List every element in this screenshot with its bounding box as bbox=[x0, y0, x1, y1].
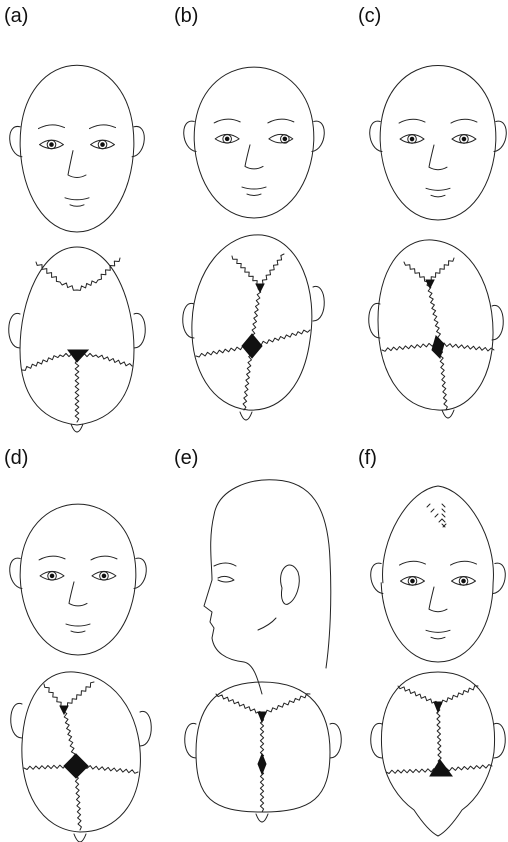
coronal-suture bbox=[44, 682, 94, 708]
eyebrow bbox=[399, 561, 425, 565]
eyebrow bbox=[214, 563, 236, 566]
mouth bbox=[66, 624, 90, 626]
eye bbox=[218, 576, 234, 582]
skull-outline bbox=[381, 672, 494, 836]
ear bbox=[281, 565, 300, 604]
nose bbox=[245, 145, 263, 169]
skull-outline bbox=[196, 682, 330, 812]
anterior-fontanelle bbox=[256, 284, 264, 292]
eyebrow bbox=[399, 119, 425, 123]
skull-f bbox=[371, 672, 506, 836]
pupil bbox=[462, 137, 466, 141]
ear bbox=[9, 313, 20, 348]
posterior-fontanelle bbox=[242, 334, 262, 358]
face-d bbox=[10, 504, 147, 655]
ear bbox=[492, 305, 503, 340]
eyebrow bbox=[38, 125, 64, 129]
pupil bbox=[462, 579, 466, 583]
face-a bbox=[10, 65, 145, 232]
lower-lip bbox=[71, 631, 85, 633]
eyebrow bbox=[90, 125, 116, 129]
skull-a bbox=[9, 247, 146, 432]
ear bbox=[140, 711, 151, 746]
ridge-mark bbox=[442, 519, 445, 522]
pupil bbox=[102, 574, 106, 578]
ear bbox=[185, 723, 196, 758]
skull-outline bbox=[192, 235, 312, 410]
skull-b bbox=[183, 235, 325, 420]
skull-outline bbox=[20, 247, 134, 425]
ridge-mark bbox=[442, 509, 445, 512]
posterior-fontanelle bbox=[64, 754, 88, 778]
coronal-suture bbox=[232, 254, 284, 286]
skull-e bbox=[185, 682, 342, 822]
face-e-profile bbox=[204, 480, 331, 694]
mouth bbox=[426, 188, 450, 190]
nose bbox=[69, 582, 87, 606]
head-outline bbox=[20, 65, 134, 232]
eyebrow bbox=[451, 119, 477, 123]
mouth bbox=[426, 630, 450, 632]
skull-d bbox=[11, 672, 152, 842]
lower-lip bbox=[431, 637, 445, 639]
head-outline bbox=[214, 480, 331, 668]
lower-lip bbox=[70, 205, 84, 207]
nose-tip bbox=[74, 834, 86, 842]
nose-tip bbox=[442, 410, 454, 418]
posterior-fontanelle bbox=[432, 336, 444, 358]
coronal-suture bbox=[404, 258, 454, 282]
eyebrow bbox=[91, 556, 117, 560]
fontanelle bbox=[68, 350, 88, 362]
ear bbox=[134, 313, 145, 348]
pupil bbox=[101, 143, 105, 147]
mouth bbox=[65, 198, 89, 200]
ridge-mark bbox=[435, 514, 438, 517]
ear bbox=[330, 723, 341, 758]
ridge-mark bbox=[442, 504, 445, 507]
ear bbox=[371, 723, 382, 758]
pupil bbox=[50, 574, 54, 578]
face-f bbox=[371, 486, 506, 662]
eyebrow bbox=[214, 119, 240, 123]
skull-outline bbox=[22, 672, 141, 832]
ridge-mark bbox=[439, 519, 442, 522]
ridge-mark bbox=[427, 504, 430, 507]
eyebrow bbox=[268, 119, 294, 123]
pupil bbox=[283, 137, 287, 141]
face-profile-line bbox=[204, 515, 262, 694]
face-b bbox=[184, 67, 325, 218]
jaw-line bbox=[258, 618, 276, 630]
ridge-mark bbox=[442, 514, 445, 517]
anterior-fontanelle bbox=[258, 712, 266, 722]
nose bbox=[429, 587, 447, 612]
right-ear bbox=[493, 563, 505, 593]
pupil bbox=[410, 137, 414, 141]
pupil bbox=[411, 579, 415, 583]
anterior-fontanelle bbox=[60, 706, 68, 714]
anterior-fontanelle bbox=[434, 702, 442, 712]
ridge-mark bbox=[431, 509, 434, 512]
nose bbox=[429, 145, 447, 170]
ear bbox=[11, 703, 22, 738]
ear bbox=[494, 723, 505, 758]
pupil bbox=[50, 143, 54, 147]
eyebrow bbox=[451, 561, 477, 565]
nose bbox=[68, 151, 86, 178]
mouth bbox=[242, 187, 266, 189]
skull-c bbox=[369, 240, 504, 418]
coronal-suture bbox=[216, 694, 310, 715]
face-c bbox=[370, 66, 507, 220]
pupil bbox=[225, 137, 229, 141]
ear bbox=[313, 286, 324, 321]
lower-lip bbox=[431, 195, 445, 197]
posterior-fontanelle bbox=[430, 760, 452, 776]
eyebrow bbox=[39, 556, 65, 560]
nose-tip bbox=[240, 412, 252, 420]
sagittal-suture bbox=[75, 360, 79, 422]
nose-tip bbox=[256, 814, 268, 822]
posterior-fontanelle bbox=[258, 754, 266, 774]
lower-lip bbox=[247, 194, 261, 196]
head-outline bbox=[381, 486, 493, 662]
